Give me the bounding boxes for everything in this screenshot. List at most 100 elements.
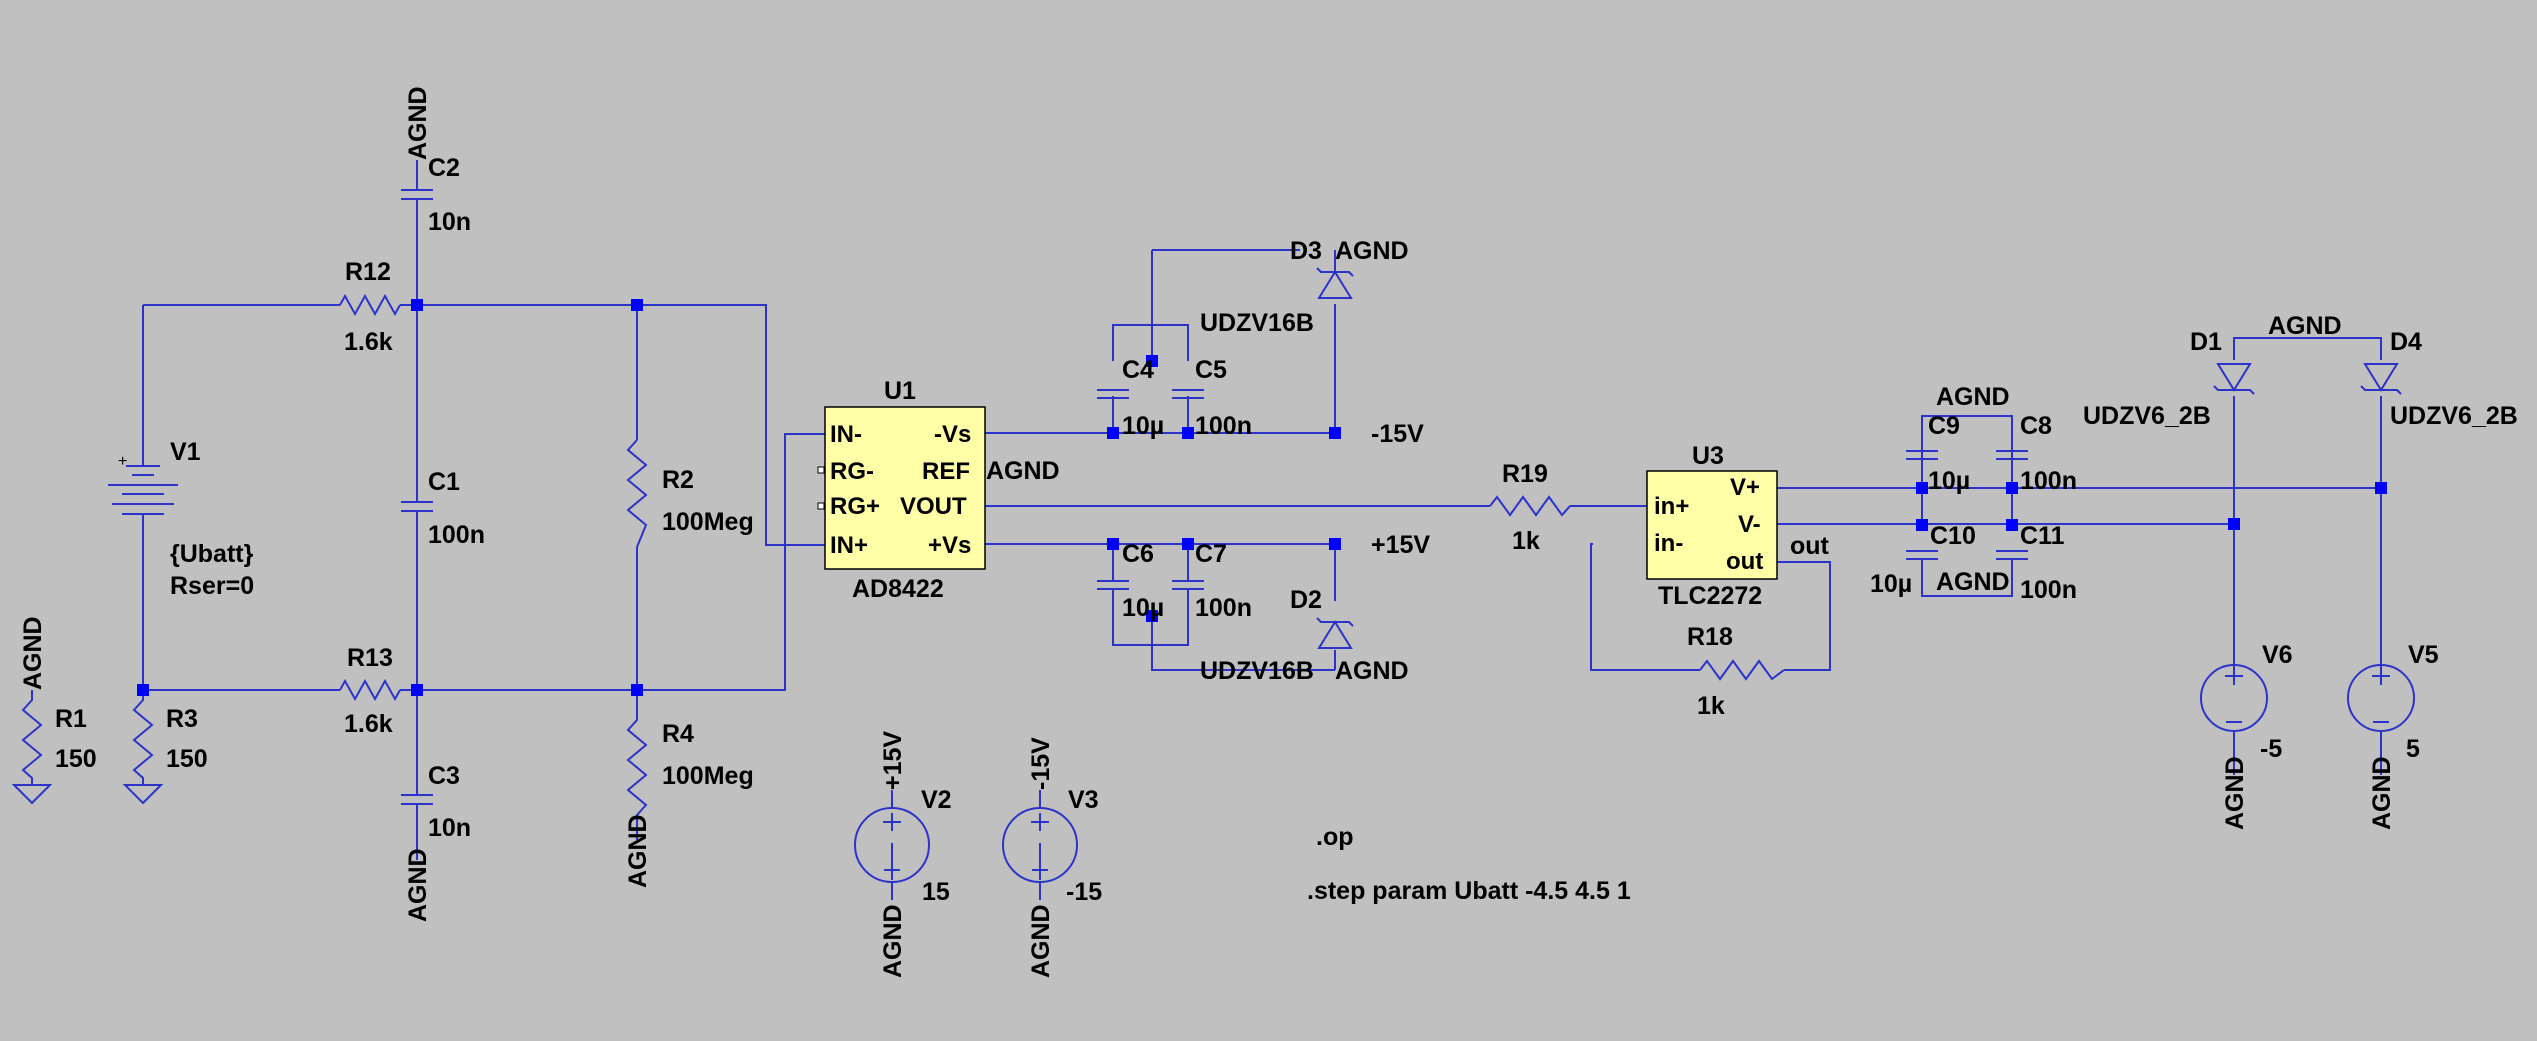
component-symbols: + — [11, 160, 2415, 900]
capacitor-c11-symbol[interactable] — [1996, 550, 2028, 560]
resistor-r13-symbol[interactable] — [339, 678, 401, 702]
net-m15-label: -15V — [1371, 420, 1424, 448]
v5-value: 5 — [2406, 735, 2420, 763]
d2-ref: D2 — [1290, 586, 1322, 614]
r19-value: 1k — [1512, 527, 1540, 555]
v5-ref: V5 — [2408, 641, 2439, 669]
capacitor-c1-symbol[interactable] — [401, 397, 433, 531]
net-agnd-u1ref: AGND — [986, 457, 1060, 485]
net-agnd-r4: AGND — [624, 814, 652, 888]
r13-value: 1.6k — [344, 710, 393, 738]
c4-value: 10µ — [1122, 412, 1164, 440]
zener-d4-symbol[interactable] — [2360, 363, 2402, 395]
resistor-r19-symbol[interactable] — [1489, 495, 1571, 517]
d2-value: UDZV16B — [1200, 657, 1314, 685]
net-agnd-r1: AGND — [19, 616, 47, 690]
c8-value: 100n — [2020, 467, 2077, 495]
c6-value: 10µ — [1122, 594, 1164, 622]
v2-value: 15 — [922, 878, 950, 906]
c5-ref: C5 — [1195, 356, 1227, 384]
zener-d1-symbol[interactable] — [2213, 363, 2255, 395]
c1-ref: C1 — [428, 468, 460, 496]
c11-value: 100n — [2020, 576, 2077, 604]
ground-r3-symbol — [122, 784, 164, 805]
r3-value: 150 — [166, 745, 208, 773]
resistor-r4-symbol[interactable] — [626, 690, 648, 840]
c4-ref: C4 — [1122, 356, 1154, 384]
c8-ref: C8 — [2020, 412, 2052, 440]
u1-value: AD8422 — [852, 575, 944, 603]
zener-d2-symbol[interactable] — [1316, 617, 1354, 649]
c6-ref: C6 — [1122, 540, 1154, 568]
u1-pin-inp: IN+ — [830, 532, 868, 559]
net-agnd-top: AGND — [2268, 312, 2342, 340]
u3-pin-out: out — [1726, 548, 1763, 575]
v3-value: -15 — [1066, 878, 1102, 906]
capacitor-c2-symbol[interactable] — [401, 160, 433, 222]
v1-value: {Ubatt} — [170, 540, 254, 568]
svg-text:+: + — [118, 453, 127, 470]
net-agnd-v5: AGND — [2368, 756, 2396, 830]
battery-v1-symbol[interactable]: + — [108, 443, 178, 534]
ic-u3-body[interactable] — [1646, 470, 1778, 580]
capacitor-c5-symbol[interactable] — [1172, 389, 1204, 399]
net-agnd-v2: AGND — [879, 904, 907, 978]
c10-ref: C10 — [1930, 522, 1976, 550]
d1-value: UDZV6_2B — [2083, 402, 2211, 430]
c2-ref: C2 — [428, 154, 460, 182]
capacitor-c10-symbol[interactable] — [1906, 550, 1938, 560]
directive-op[interactable]: .op — [1316, 823, 1354, 851]
r1-ref: R1 — [55, 705, 87, 733]
resistor-r1-symbol[interactable] — [21, 690, 43, 785]
resistor-r12-symbol[interactable] — [339, 293, 401, 317]
capacitor-c3-symbol[interactable] — [401, 743, 433, 860]
v6-ref: V6 — [2262, 641, 2293, 669]
net-p15-v2: +15V — [879, 731, 907, 790]
r4-ref: R4 — [662, 720, 694, 748]
spice-directives: .op .step param Ubatt -4.5 4.5 1 — [1307, 823, 1631, 905]
resistor-r3-symbol[interactable] — [132, 690, 154, 785]
u1-pin-rgp: RG+ — [830, 493, 880, 520]
u1-pin-inm: IN- — [830, 421, 862, 448]
u3-ref-top: U3 — [1692, 442, 1724, 470]
ic-u1-body[interactable] — [824, 406, 986, 570]
voltage-source-v3-symbol[interactable] — [1002, 790, 1078, 900]
u3-value: TLC2272 — [1658, 582, 1762, 610]
u1-pin-rgm: RG- — [830, 458, 874, 485]
v3-ref: V3 — [1068, 786, 1099, 814]
net-agnd-v6: AGND — [2221, 756, 2249, 830]
resistor-r2-symbol[interactable] — [626, 439, 648, 548]
u1-pin-vsm: -Vs — [934, 421, 971, 448]
u3-pin-inm: in- — [1654, 530, 1683, 557]
directive-step[interactable]: .step param Ubatt -4.5 4.5 1 — [1307, 877, 1631, 905]
r13-ref: R13 — [347, 644, 393, 672]
net-agnd-c10c11: AGND — [1936, 568, 2010, 596]
resistor-r18-symbol[interactable] — [1699, 659, 1785, 681]
u3-pin-vp: V+ — [1730, 474, 1760, 501]
c3-value: 10n — [428, 814, 471, 842]
voltage-source-v2-symbol[interactable] — [854, 790, 930, 900]
net-p15-label: +15V — [1371, 531, 1430, 559]
net-agnd-d3: AGND — [1335, 237, 1409, 265]
v2-ref: V2 — [921, 786, 952, 814]
u1-pin-vsp: +Vs — [928, 532, 971, 559]
r19-ref: R19 — [1502, 460, 1548, 488]
u1-pin-ref: REF — [922, 458, 970, 485]
capacitor-c6-symbol[interactable] — [1097, 580, 1129, 617]
zener-d3-symbol[interactable] — [1316, 250, 1354, 299]
r18-ref: R18 — [1687, 623, 1733, 651]
c11-ref: C11 — [2020, 522, 2065, 550]
r3-ref: R3 — [166, 705, 198, 733]
net-labels: AGND AGND AGND AGND AGND AGND AGND AGND … — [19, 86, 2396, 978]
c1-value: 100n — [428, 521, 485, 549]
capacitor-c4-symbol[interactable] — [1097, 389, 1129, 399]
net-agnd-c9c8: AGND — [1936, 383, 2010, 411]
net-agnd-d2: AGND — [1335, 657, 1409, 685]
voltage-source-v6-symbol[interactable] — [2200, 664, 2268, 751]
voltage-source-v5-symbol[interactable] — [2347, 664, 2415, 751]
c9-value: 10µ — [1928, 467, 1970, 495]
capacitor-c7-symbol[interactable] — [1172, 580, 1204, 617]
r2-value: 100Meg — [662, 508, 754, 536]
r12-value: 1.6k — [344, 328, 393, 356]
